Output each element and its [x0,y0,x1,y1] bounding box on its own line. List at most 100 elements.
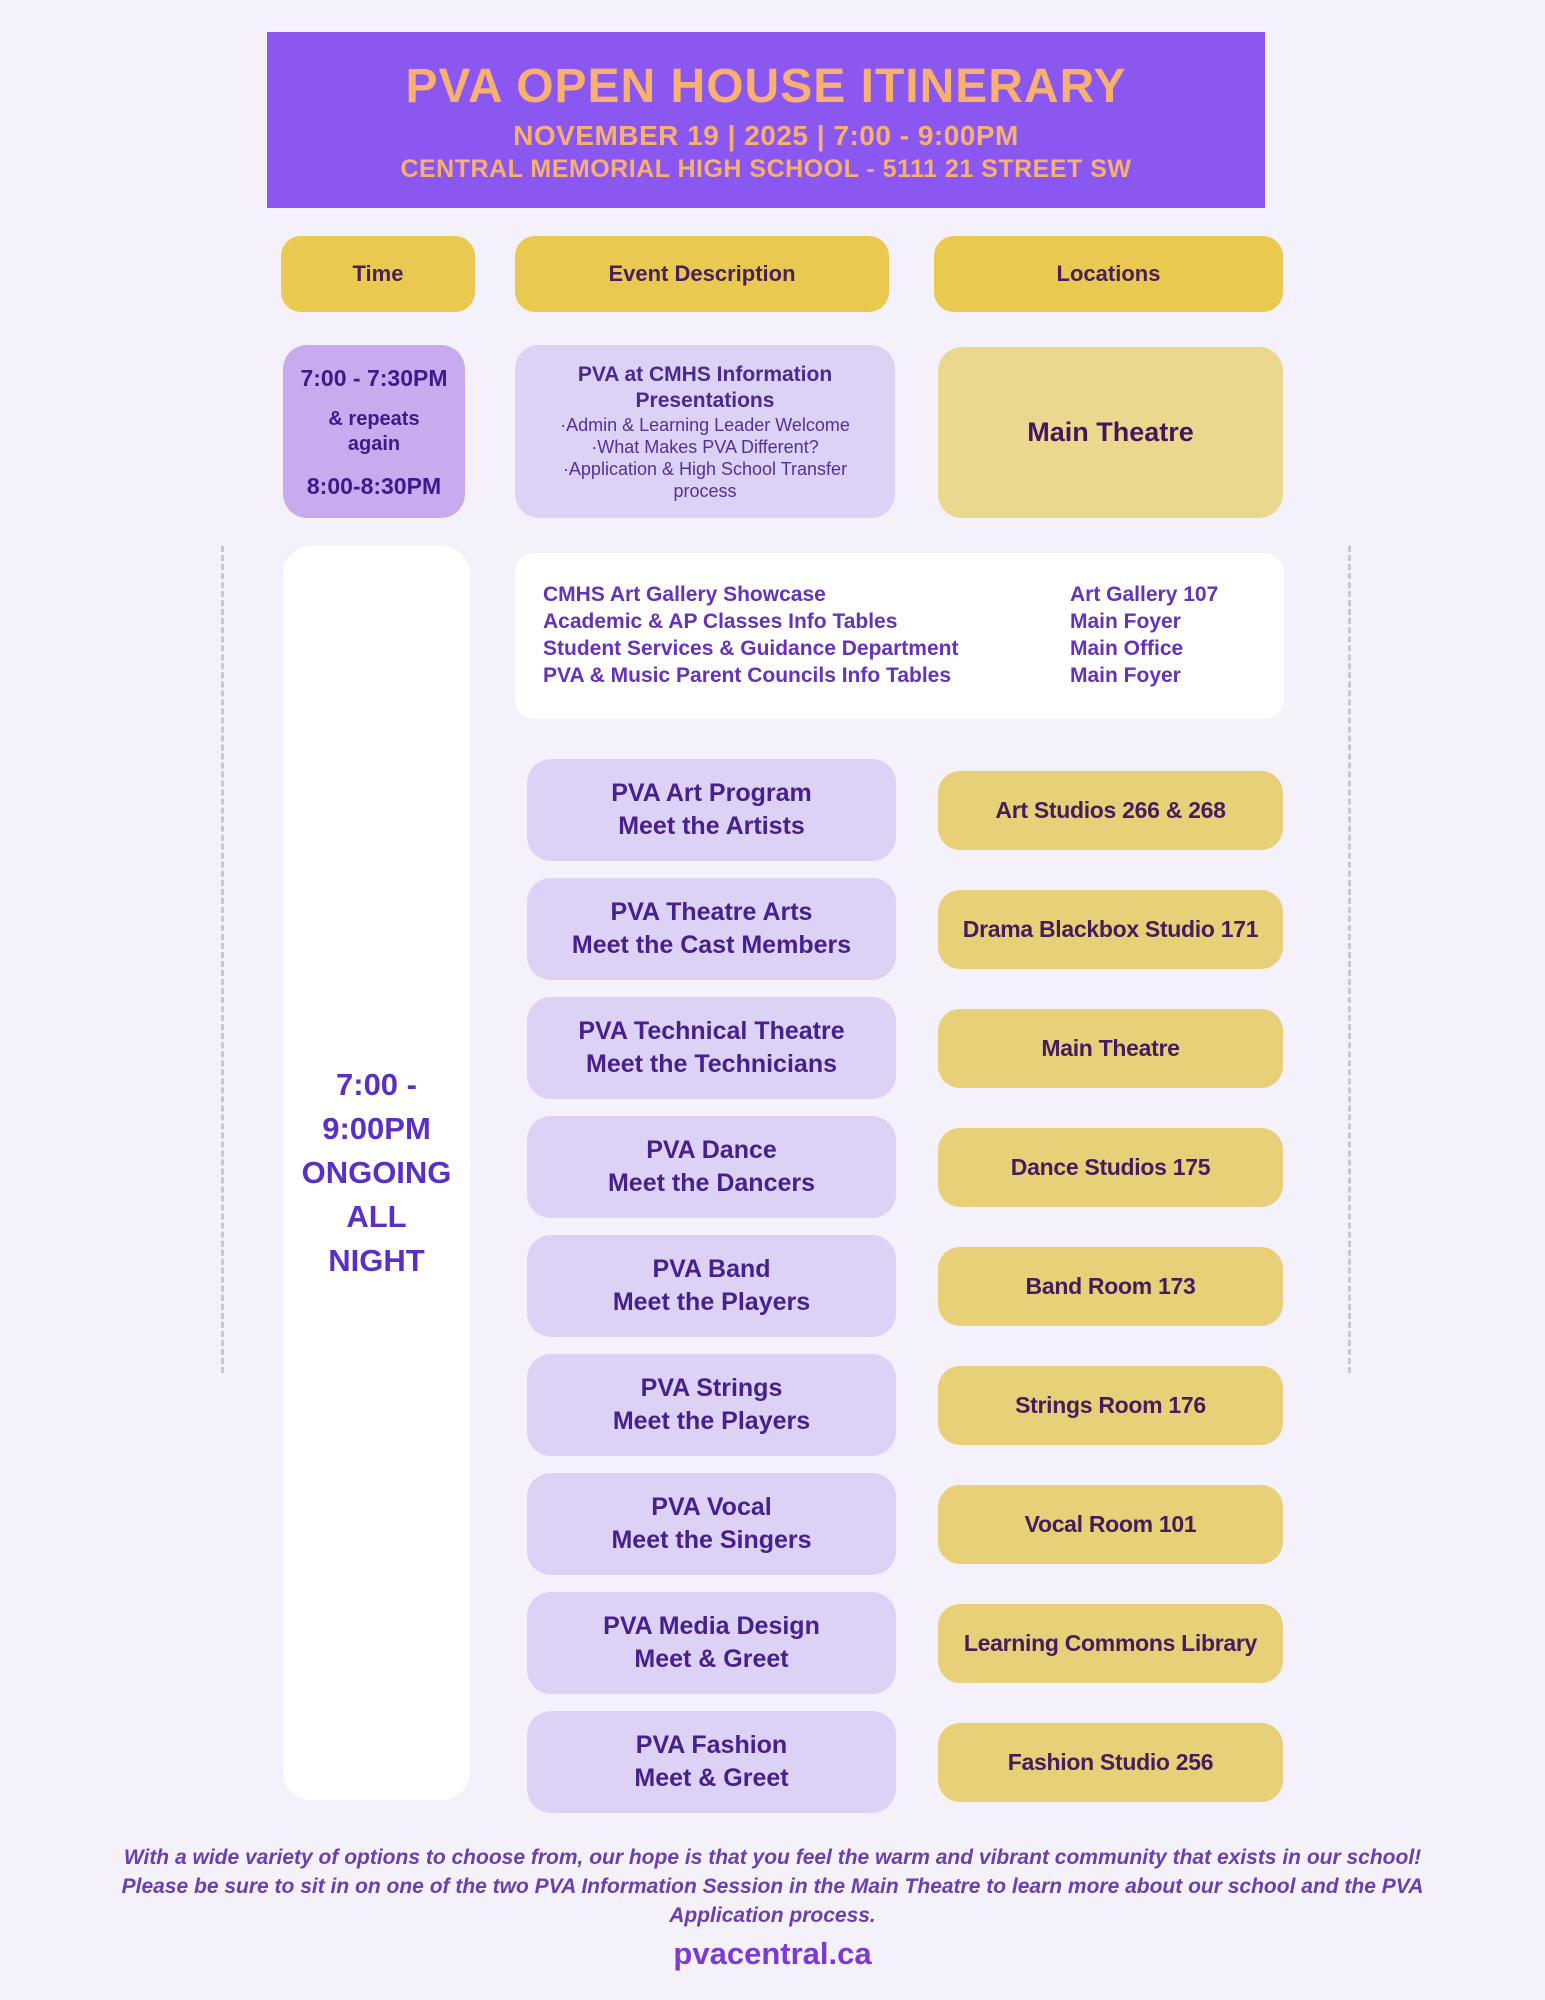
event-subtitle: Meet & Greet [634,1764,789,1792]
event-date-time: NOVEMBER 19 | 2025 | 7:00 - 9:00PM [513,120,1019,151]
event-card: PVA Technical Theatre Meet the Technicia… [527,997,896,1099]
ongoing-time-card: 7:00 - 9:00PM ONGOING ALL NIGHT [283,546,470,1800]
ongoing-row-fashion: PVA Fashion Meet & Greet Fashion Studio … [527,1711,1283,1813]
location-label: Vocal Room 101 [1024,1510,1197,1537]
event-title: PVA Art Program [611,779,812,807]
ongoing-time-line: ALL [346,1199,407,1234]
event-title: PVA Media Design [603,1612,820,1640]
session-event-title: PVA at CMHS Information Presentations [577,362,833,412]
page-title: PVA OPEN HOUSE ITINERARY [405,60,1127,113]
event-address: CENTRAL MEMORIAL HIGH SCHOOL - 5111 21 S… [400,155,1132,183]
ongoing-row-media-design: PVA Media Design Meet & Greet Learning C… [527,1592,1283,1694]
info-table-card: CMHS Art Gallery Showcase Art Gallery 10… [515,553,1284,719]
ongoing-time-line: 7:00 - [336,1067,417,1102]
session-bullet-1: ·Admin & Learning Leader Welcome [560,414,850,435]
event-title: PVA Band [652,1255,771,1283]
session-time-second: 8:00-8:30PM [306,472,442,499]
ongoing-row-technical-theatre: PVA Technical Theatre Meet the Technicia… [527,997,1283,1099]
event-title: PVA Dance [646,1136,777,1164]
location-card: Band Room 173 [938,1246,1283,1326]
session-event-card: PVA at CMHS Information Presentations ·A… [515,345,895,518]
ongoing-row-vocal: PVA Vocal Meet the Singers Vocal Room 10… [527,1473,1283,1575]
location-card: Art Studios 266 & 268 [938,770,1283,850]
session-location-label: Main Theatre [1027,417,1194,447]
event-subtitle: Meet the Singers [611,1526,812,1554]
event-subtitle: Meet the Cast Members [571,931,852,959]
session-time-first: 7:00 - 7:30PM [300,364,448,391]
ongoing-rows: PVA Art Program Meet the Artists Art Stu… [527,759,1283,1830]
event-title: PVA Fashion [635,1731,788,1759]
info-location-label: Art Gallery 107 [1070,583,1219,606]
event-subtitle: Meet the Dancers [607,1169,816,1197]
location-card: Drama Blackbox Studio 171 [938,889,1283,969]
info-location-label: Main Foyer [1070,610,1181,633]
info-table-row: CMHS Art Gallery Showcase Art Gallery 10… [543,581,1256,608]
left-dashed-divider [221,546,224,1373]
event-title: PVA Theatre Arts [610,898,813,926]
location-card: Dance Studios 175 [938,1127,1283,1207]
location-card: Learning Commons Library [938,1603,1283,1683]
session-bullet-2: ·What Makes PVA Different? [591,436,819,457]
info-table-row: Student Services & Guidance Department M… [543,635,1256,662]
location-label: Main Theatre [1041,1034,1180,1061]
info-event-label: CMHS Art Gallery Showcase [543,583,826,606]
event-card: PVA Fashion Meet & Greet [527,1711,896,1813]
session-bullet-3: ·Application & High School Transfer proc… [562,458,848,501]
event-subtitle: Meet the Players [612,1288,811,1316]
column-header-event-label: Event Description [608,261,796,286]
info-table-row: Academic & AP Classes Info Tables Main F… [543,608,1256,635]
location-label: Band Room 173 [1025,1272,1196,1299]
event-subtitle: Meet the Artists [618,812,805,840]
event-card: PVA Art Program Meet the Artists [527,759,896,861]
info-location-label: Main Foyer [1070,664,1181,687]
event-card: PVA Vocal Meet the Singers [527,1473,896,1575]
ongoing-row-strings: PVA Strings Meet the Players Strings Roo… [527,1354,1283,1456]
info-event-label: Student Services & Guidance Department [543,637,959,660]
event-card: PVA Media Design Meet & Greet [527,1592,896,1694]
location-label: Drama Blackbox Studio 171 [962,915,1259,942]
event-subtitle: Meet the Players [612,1407,811,1435]
event-card: PVA Dance Meet the Dancers [527,1116,896,1218]
event-card: PVA Theatre Arts Meet the Cast Members [527,878,896,980]
event-card: PVA Band Meet the Players [527,1235,896,1337]
event-title: PVA Strings [640,1374,783,1402]
ongoing-row-band: PVA Band Meet the Players Band Room 173 [527,1235,1283,1337]
ongoing-row-dance: PVA Dance Meet the Dancers Dance Studios… [527,1116,1283,1218]
footer-note-line1: With a wide variety of options to choose… [123,1846,1422,1869]
right-dashed-divider [1348,546,1351,1373]
location-card: Strings Room 176 [938,1365,1283,1445]
location-card: Main Theatre [938,1008,1283,1088]
location-card: Fashion Studio 256 [938,1722,1283,1802]
event-subtitle: Meet the Technicians [586,1050,837,1078]
location-label: Art Studios 266 & 268 [995,796,1226,823]
info-event-label: PVA & Music Parent Councils Info Tables [543,664,952,687]
event-title: PVA Technical Theatre [578,1017,845,1045]
footer-note: With a wide variety of options to choose… [93,1843,1453,1930]
footer-note-line2: Please be sure to sit in on one of the t… [121,1875,1424,1927]
header-banner: PVA OPEN HOUSE ITINERARY NOVEMBER 19 | 2… [267,32,1265,208]
location-label: Learning Commons Library [963,1629,1258,1656]
session-location-card: Main Theatre [938,347,1283,518]
column-header-event-description: Event Description [515,236,889,312]
ongoing-row-art: PVA Art Program Meet the Artists Art Stu… [527,759,1283,861]
website-url: pvacentral.ca [673,1936,872,1971]
location-label: Dance Studios 175 [1010,1153,1211,1180]
location-card: Vocal Room 101 [938,1484,1283,1564]
event-card: PVA Strings Meet the Players [527,1354,896,1456]
event-subtitle: Meet & Greet [634,1645,789,1673]
info-table-row: PVA & Music Parent Councils Info Tables … [543,662,1256,689]
ongoing-time-line: ONGOING [301,1155,452,1190]
column-header-locations-label: Locations [1056,261,1161,286]
column-header-time: Time [281,236,475,312]
session-time-card: 7:00 - 7:30PM & repeats again 8:00-8:30P… [283,345,465,518]
location-label: Fashion Studio 256 [1007,1748,1214,1775]
ongoing-time-line: NIGHT [328,1243,425,1278]
location-label: Strings Room 176 [1015,1391,1206,1418]
column-header-locations: Locations [934,236,1283,312]
column-header-time-label: Time [352,261,404,286]
ongoing-time-line: 9:00PM [322,1111,431,1146]
info-event-label: Academic & AP Classes Info Tables [543,610,898,633]
info-location-label: Main Office [1070,637,1184,660]
session-time-repeats: & repeats again [328,407,420,455]
event-title: PVA Vocal [651,1493,772,1521]
